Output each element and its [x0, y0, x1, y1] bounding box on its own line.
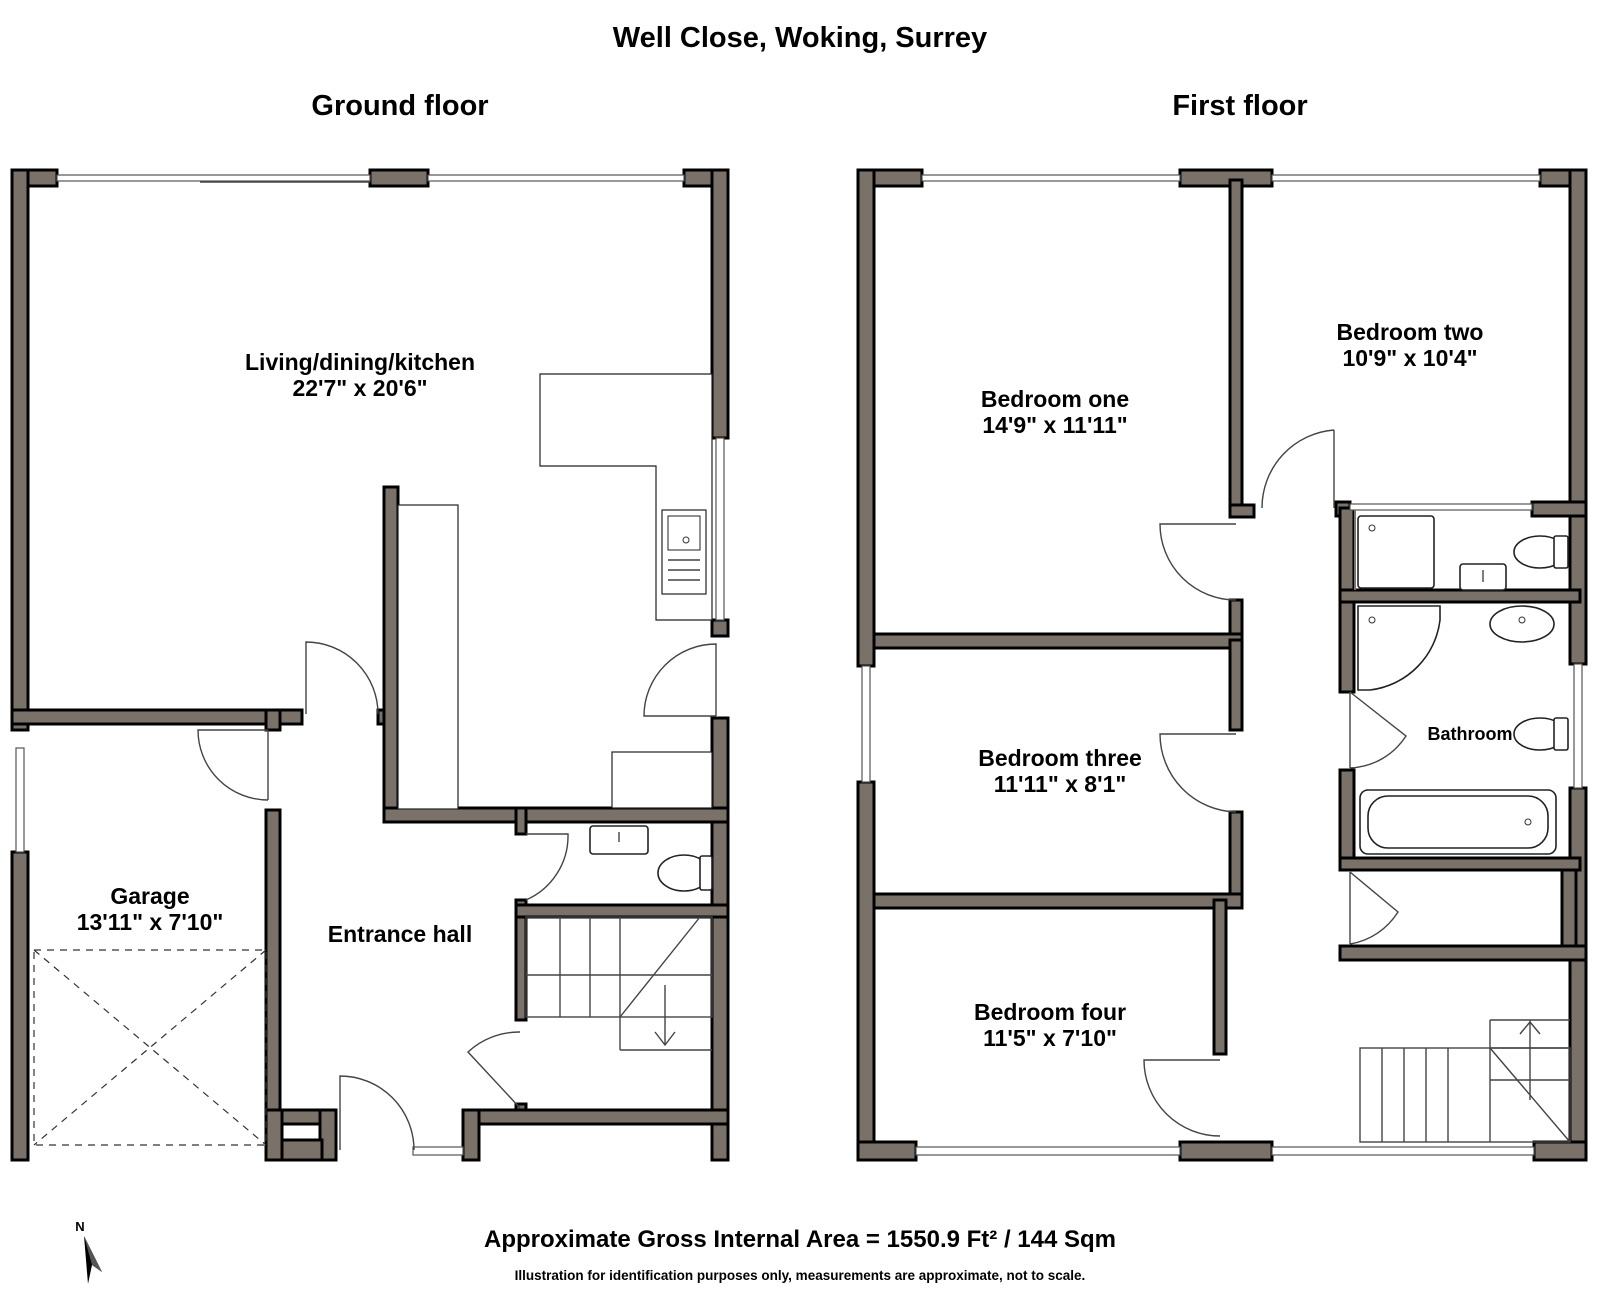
ground-floor-plan — [10, 168, 730, 1162]
room-bathroom: Bathroom — [1400, 724, 1540, 744]
room-name: Bedroom four — [973, 999, 1127, 1025]
room-garage: Garage 13'11" x 7'10" — [30, 883, 270, 936]
room-bedroom-four: Bedroom four 11'5" x 7'10" — [920, 999, 1180, 1052]
room-size: 11'5" x 7'10" — [983, 1024, 1117, 1051]
room-living-dining-kitchen: Living/dining/kitchen 22'7" x 20'6" — [200, 349, 520, 402]
first-floor-plan — [856, 168, 1588, 1162]
room-size: 22'7" x 20'6" — [292, 374, 428, 401]
disclaimer: Illustration for identification purposes… — [514, 1268, 1086, 1283]
page-title: Well Close, Woking, Surrey — [612, 22, 988, 54]
compass-label: N — [75, 1219, 85, 1234]
room-size: 13'11" x 7'10" — [76, 908, 224, 935]
room-name: Bathroom — [1427, 724, 1513, 744]
room-name: Garage — [110, 883, 190, 909]
room-size: 14'9" x 11'11" — [982, 411, 1128, 438]
room-name: Living/dining/kitchen — [245, 349, 475, 375]
north-arrow-icon — [84, 1236, 102, 1284]
room-name: Bedroom one — [980, 386, 1130, 412]
room-size: 11'11" x 8'1" — [993, 770, 1127, 797]
first-floor-heading: First floor — [1172, 90, 1308, 122]
ground-floor-heading: Ground floor — [311, 90, 489, 122]
room-bedroom-two: Bedroom two 10'9" x 10'4" — [1290, 319, 1530, 372]
room-name: Bedroom two — [1336, 319, 1484, 345]
room-name: Bedroom three — [978, 745, 1142, 771]
room-bedroom-one: Bedroom one 14'9" x 11'11" — [930, 386, 1180, 439]
room-size: 10'9" x 10'4" — [1342, 344, 1478, 371]
room-name: Entrance hall — [327, 921, 473, 947]
room-entrance-hall: Entrance hall — [300, 921, 500, 948]
room-bedroom-three: Bedroom three 11'11" x 8'1" — [930, 745, 1190, 798]
gross-internal-area: Approximate Gross Internal Area = 1550.9… — [483, 1226, 1116, 1253]
